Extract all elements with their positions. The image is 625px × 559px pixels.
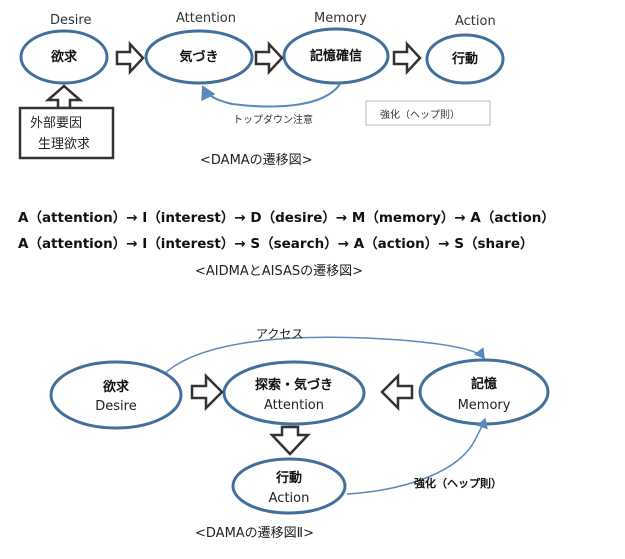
reinforce-label-1: 強化（ヘップ則）: [380, 108, 460, 121]
external-factor-2: 生理欲求: [38, 136, 90, 152]
node-memory: [282, 27, 390, 85]
block-arrow-desire-to-attention: [115, 40, 145, 76]
block-arrow2-attention-to-action: [269, 425, 311, 456]
header-action: Action: [455, 14, 496, 29]
caption-aidma-aisas: <AIDMAとAISASの遷移図>: [195, 264, 363, 279]
caption-dama: <DAMAの遷移図>: [200, 153, 313, 168]
reinforce-label-2: 強化（ヘップ則）: [414, 476, 502, 490]
node2-attention-jp: 探索・気づき: [255, 377, 333, 393]
header-attention: Attention: [176, 11, 236, 26]
external-factor-1: 外部要因: [30, 116, 82, 131]
node-attention: [144, 29, 254, 85]
node2-attention-en: Attention: [264, 398, 324, 413]
node-action: [425, 33, 505, 85]
top-down-attention-connector: [201, 83, 341, 108]
header-desire: Desire: [50, 13, 91, 28]
sequence-aisas: A（attention）→ I（interest）→ S（search）→ A（…: [18, 236, 534, 252]
node2-memory-jp: 記憶: [471, 376, 497, 392]
node2-desire-en: Desire: [95, 399, 136, 414]
reinforce-label-box: [365, 100, 491, 126]
node2-action: [231, 457, 347, 515]
block-arrow-attention-to-memory: [254, 40, 284, 76]
access-label: アクセス: [256, 327, 303, 341]
node-action-label: 行動: [451, 51, 478, 67]
external-factors-box: [18, 106, 115, 160]
node-memory-label: 記憶確信: [310, 48, 362, 64]
node-desire: [19, 29, 109, 85]
sequence-aidma: A（attention）→ I（interest）→ D（desire）→ M（…: [18, 210, 555, 226]
node2-memory: [418, 358, 550, 426]
node2-desire: [49, 360, 183, 430]
node-attention-label: 気づき: [179, 49, 218, 65]
access-connector: [161, 336, 485, 377]
top-down-attention-label: トップダウン注意: [233, 113, 313, 126]
header-memory: Memory: [314, 11, 367, 26]
block-arrow2-desire-to-attention: [190, 372, 224, 412]
node2-memory-en: Memory: [458, 398, 511, 413]
caption-dama-2: <DAMAの遷移図Ⅱ>: [195, 526, 314, 541]
node2-desire-jp: 欲求: [102, 379, 130, 395]
node2-action-en: Action: [269, 491, 310, 506]
node2-attention: [222, 360, 366, 426]
node2-action-jp: 行動: [275, 470, 302, 486]
block-arrow-memory-to-action: [392, 40, 422, 76]
block-arrow2-memory-to-attention: [380, 372, 414, 412]
node-desire-label: 欲求: [50, 49, 78, 65]
block-arrow-external-up: [44, 84, 84, 110]
reinforce-connector: [346, 417, 488, 495]
